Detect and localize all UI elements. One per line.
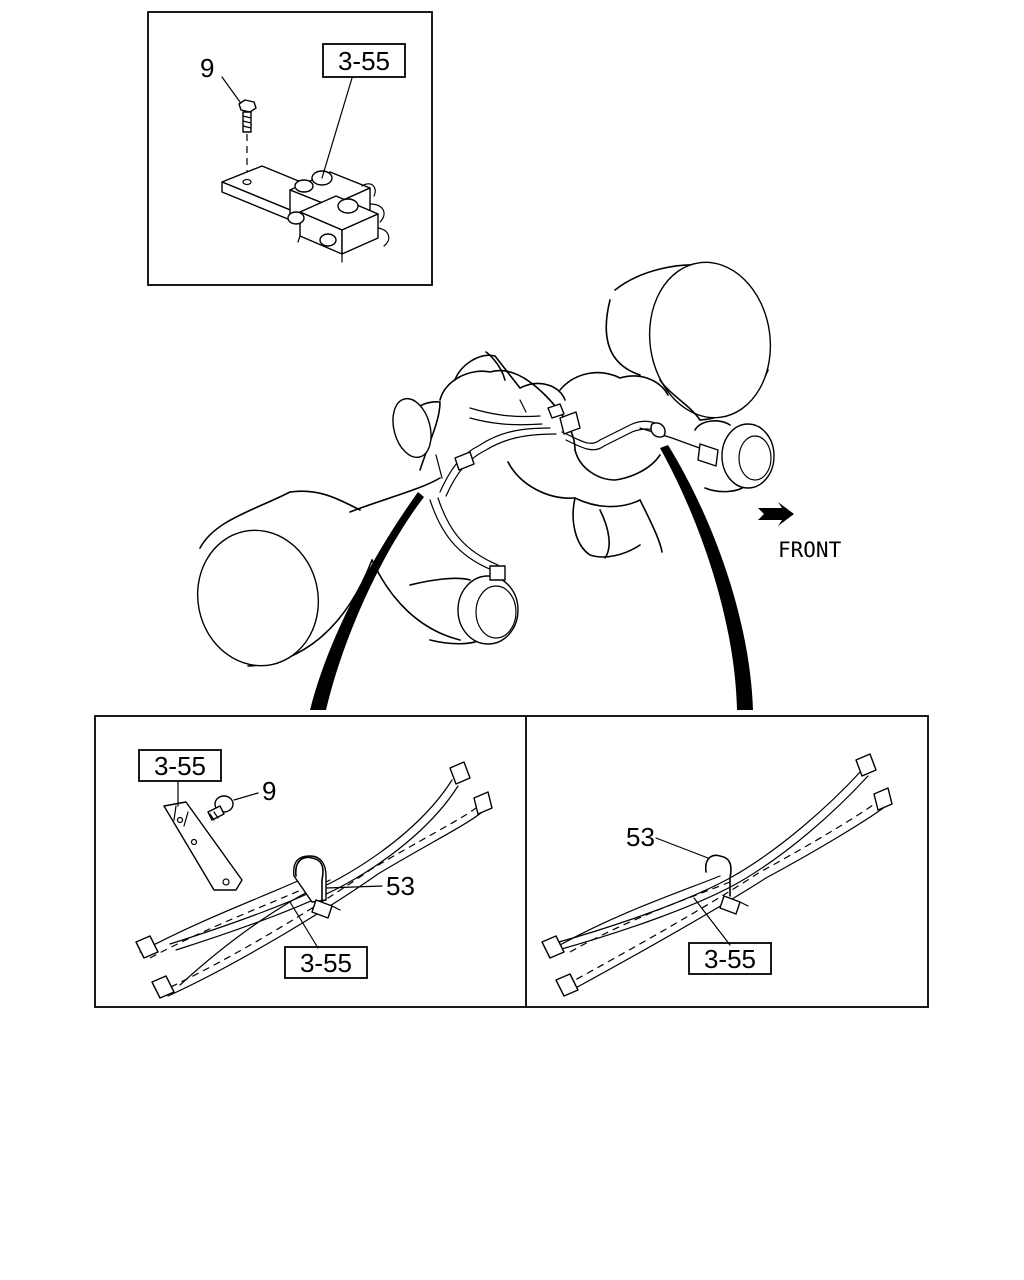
right-clamp-leader [655, 837, 709, 859]
front-flange-icon [694, 420, 775, 493]
left-ref-bottom-leader [289, 901, 319, 949]
bolt-leader-line [221, 76, 241, 103]
left-bolt-leader [233, 792, 259, 801]
left-bolt-label: 9 [262, 776, 276, 806]
right-ref-box [688, 942, 772, 975]
top-inset: 9 3-55 [147, 11, 433, 286]
left-clamp-label: 53 [386, 871, 415, 901]
right-detail-panel: 53 3-55 [541, 753, 893, 997]
lower-flange-icon [409, 575, 519, 645]
left-detail-panel: 3-55 9 [135, 749, 493, 999]
axle-tube-left-bottom [371, 559, 461, 641]
left-ref-top-label: 3-55 [154, 751, 206, 781]
top-inset-ref-box [322, 43, 406, 78]
right-clamp-label: 53 [626, 822, 655, 852]
right-ref-label: 3-55 [704, 944, 756, 974]
valve-assembly-icon [221, 165, 390, 263]
left-ref-bottom-box [284, 946, 368, 979]
right-ref-leader [693, 897, 731, 946]
left-clamp-icon [293, 855, 341, 919]
left-ref-bottom-label: 3-55 [300, 948, 352, 978]
right-wheel-hub-icon [614, 261, 772, 421]
front-label: FRONT [778, 538, 842, 562]
left-brake-pipes-icon [135, 761, 493, 999]
right-clamp-icon [704, 854, 749, 915]
top-inset-ref-leader [321, 77, 353, 179]
bolt-icon [238, 99, 257, 178]
detail-panels: 3-55 9 [94, 715, 929, 1008]
brake-pipe-routing [429, 399, 719, 581]
left-wheel-hub-icon [196, 491, 373, 667]
front-arrow-icon [758, 502, 794, 526]
right-brake-pipes-icon [541, 753, 893, 997]
rear-axle-illustration: FRONT [196, 261, 842, 710]
left-clamp-leader [325, 885, 383, 889]
top-inset-frame [147, 11, 433, 286]
left-callout-wedge [310, 492, 424, 710]
left-bolt-icon [207, 795, 234, 821]
left-ref-top-box [138, 749, 222, 782]
right-callout-wedge [660, 445, 753, 710]
top-inset-ref-label: 3-55 [338, 46, 390, 76]
axle-tube-left-top [289, 490, 361, 511]
bracket-icon [163, 801, 243, 891]
detail-panels-frame [94, 715, 929, 1008]
top-inset-bolt-label: 9 [200, 53, 214, 83]
